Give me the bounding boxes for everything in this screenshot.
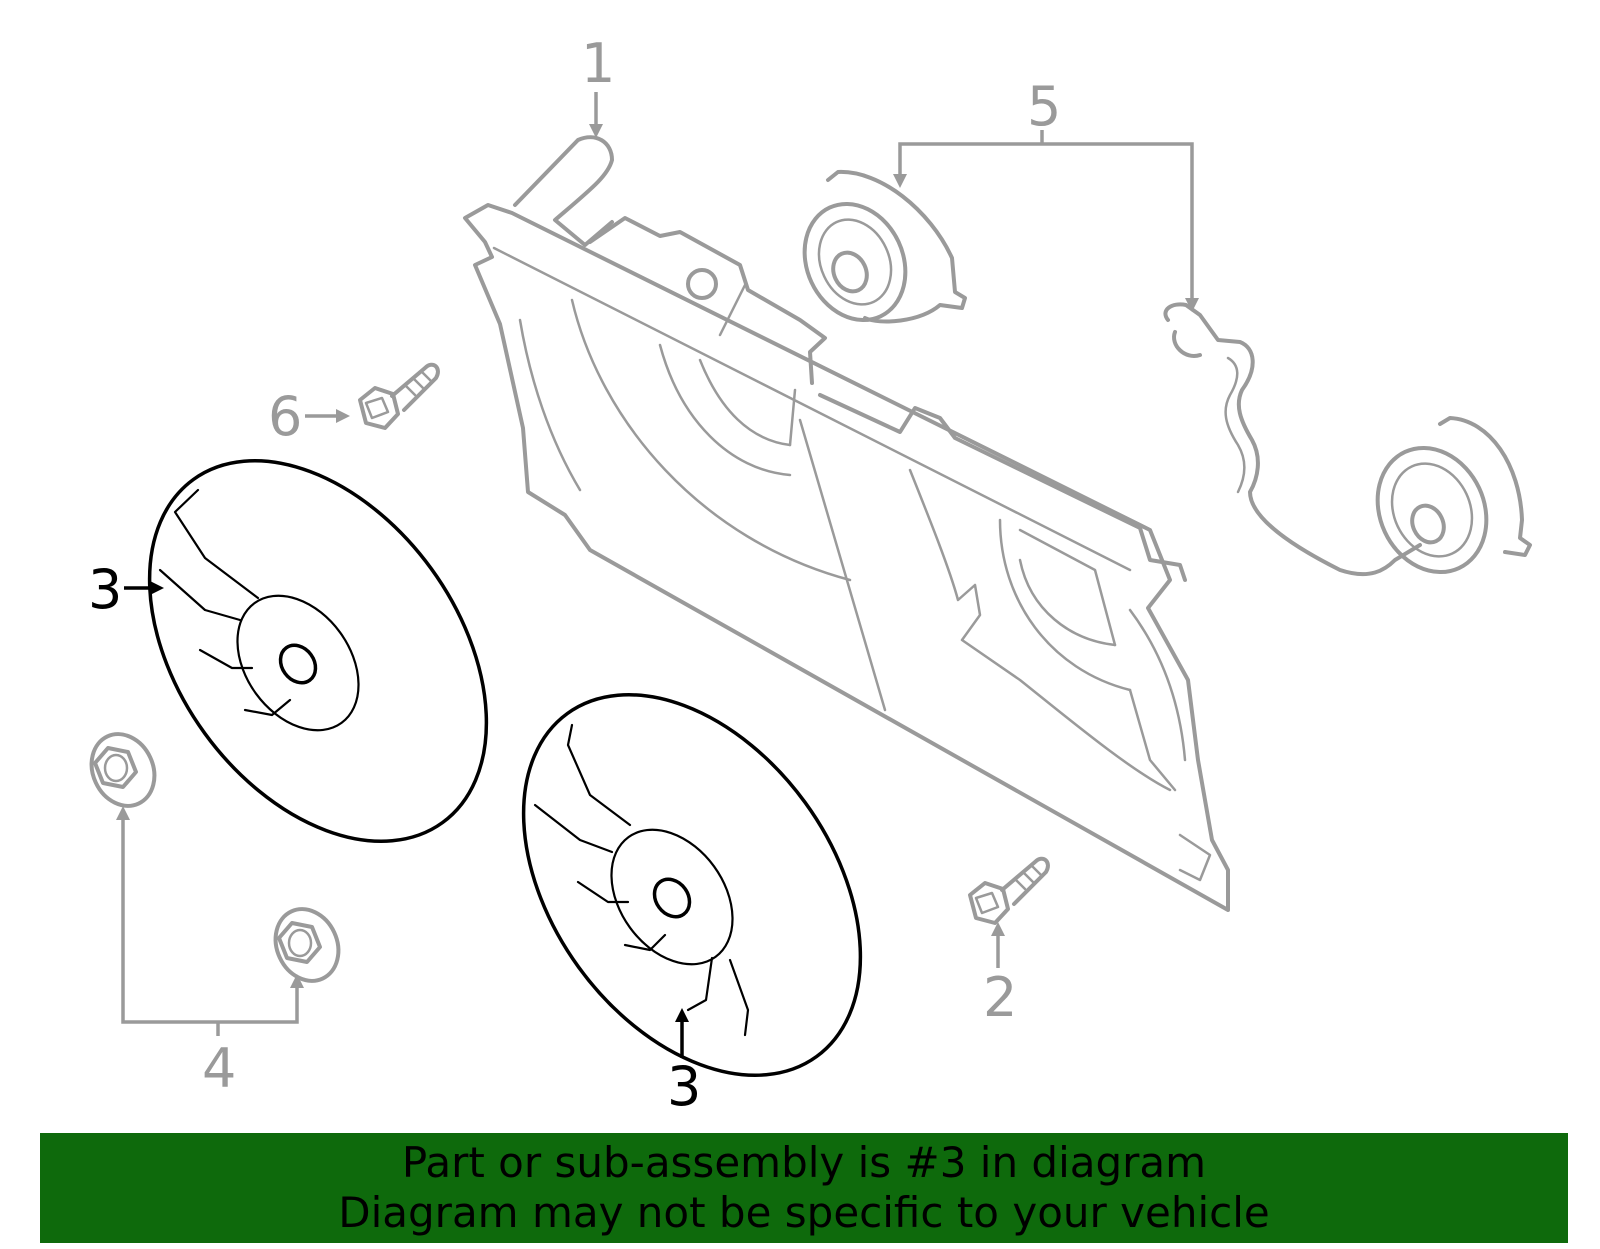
leader-lines: [116, 92, 1199, 1058]
callout-1: 1: [581, 32, 615, 95]
callout-3-bottom: 3: [667, 1055, 701, 1118]
callout-4: 4: [202, 1037, 236, 1100]
fan-blade-right: [521, 693, 863, 1077]
fan-motor-upper: [802, 169, 967, 324]
fan-motor-lower: [1375, 416, 1532, 575]
callout-3-left: 3: [88, 558, 122, 621]
nut-4-upper: [89, 732, 157, 808]
nut-4-lower: [273, 907, 341, 983]
bolt-6: [358, 362, 440, 430]
callout-6: 6: [268, 385, 302, 448]
info-banner: Part or sub-assembly is #3 in diagram Di…: [40, 1133, 1568, 1243]
wiring-harness: [1163, 302, 1422, 577]
fan-shroud: [463, 135, 1230, 912]
bolt-2: [968, 856, 1050, 925]
banner-line-1: Part or sub-assembly is #3 in diagram: [401, 1138, 1207, 1187]
fan-blade-left: [147, 459, 489, 843]
callout-2: 2: [983, 966, 1017, 1029]
banner-line-2: Diagram may not be specific to your vehi…: [338, 1188, 1270, 1237]
callout-5: 5: [1027, 75, 1061, 138]
